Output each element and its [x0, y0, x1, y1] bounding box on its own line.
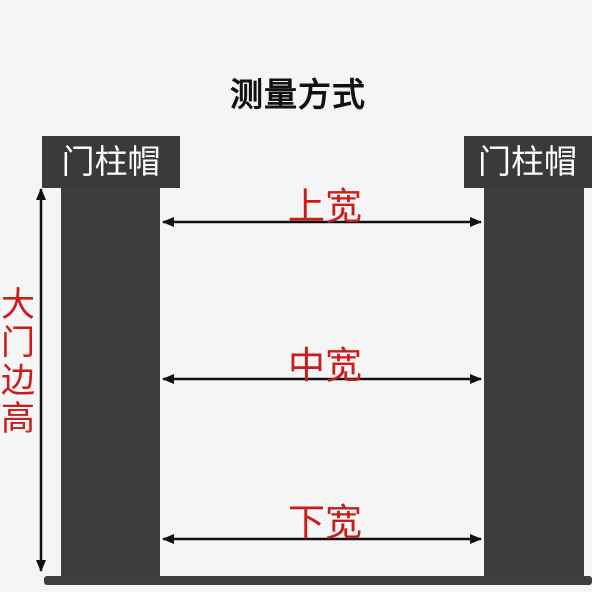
ground-line [44, 576, 592, 585]
height-label-char: 高 [1, 399, 35, 439]
diagram-title: 测量方式 [230, 75, 366, 114]
height-label-char: 大 [1, 285, 35, 325]
left-post-cap: 门柱帽 [42, 136, 180, 188]
height-label-char: 边 [1, 361, 35, 401]
gate-side-height-label: 大 门 边 高 [0, 286, 36, 438]
height-label-char: 门 [1, 323, 35, 363]
right-gate-post [484, 186, 584, 580]
left-gate-post [61, 186, 160, 580]
bottom-width-label: 下宽 [288, 501, 362, 544]
top-width-label: 上宽 [288, 185, 362, 228]
right-post-cap: 门柱帽 [464, 136, 592, 188]
middle-width-label: 中宽 [288, 344, 362, 387]
